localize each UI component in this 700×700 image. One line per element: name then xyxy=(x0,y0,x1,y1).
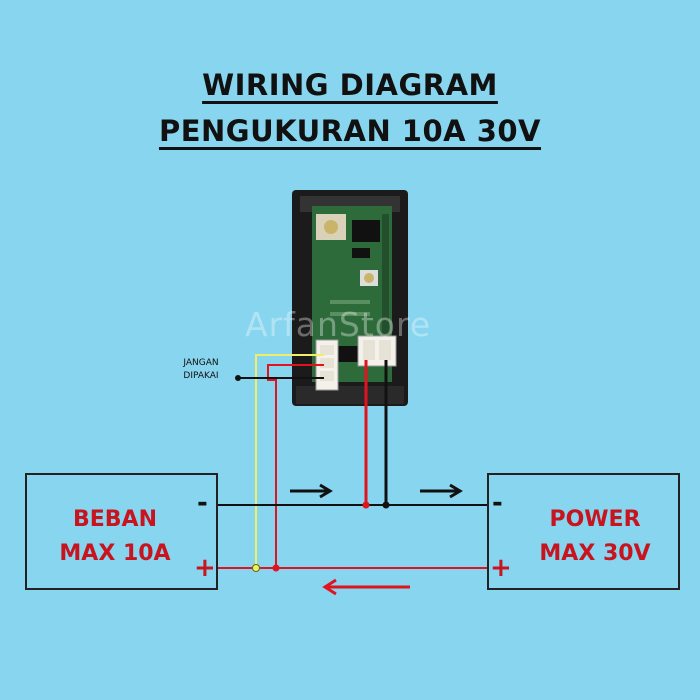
power-label: POWER MAX 30V xyxy=(520,503,670,571)
load-label: BEBAN MAX 10A xyxy=(40,503,190,571)
arrow-right-1 xyxy=(290,483,333,499)
load-minus-sign: - xyxy=(197,488,208,518)
unused-note: JANGAN DIPAKAI xyxy=(172,357,230,383)
load-label-line1: BEBAN xyxy=(72,507,157,532)
diagram-subtitle: PENGUKURAN 10A 30V xyxy=(158,114,542,148)
note-line1: JANGAN xyxy=(183,358,219,368)
load-label-line2: MAX 10A xyxy=(59,541,171,566)
note-line2: DIPAKAI xyxy=(183,371,219,381)
power-wires xyxy=(364,360,388,505)
arrow-right-2 xyxy=(420,483,463,499)
power-box xyxy=(487,473,680,590)
power-minus-sign: - xyxy=(492,488,503,518)
diagram-title: WIRING DIAGRAM xyxy=(202,68,498,102)
current-arrows xyxy=(290,483,463,596)
power-plus-sign: + xyxy=(490,553,512,583)
power-label-line2: MAX 30V xyxy=(539,541,651,566)
meter-module xyxy=(292,190,408,406)
load-plus-sign: + xyxy=(194,553,216,583)
connector-wires xyxy=(235,354,324,568)
watermark: ArfanStore xyxy=(245,305,432,344)
arrow-left xyxy=(322,578,410,596)
power-label-line1: POWER xyxy=(549,507,641,532)
main-circuit xyxy=(218,501,487,572)
connector-2pin xyxy=(357,335,397,367)
load-box xyxy=(25,473,218,590)
